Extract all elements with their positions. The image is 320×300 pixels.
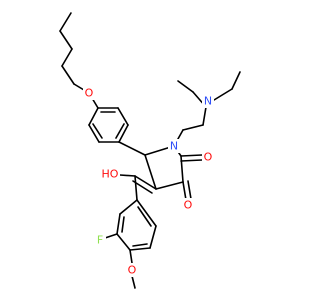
molecule-canvas: O N N O O HO F O: [59, 12, 241, 289]
atom-n-ring: N: [170, 140, 178, 153]
atom-fluorine: F: [97, 234, 103, 247]
atom-labels: O N N O O HO F O: [83, 86, 214, 277]
atom-o-carbonyl-3: O: [184, 199, 193, 212]
atom-o-butoxy: O: [85, 87, 94, 100]
atom-n-diethylamino: N: [204, 95, 212, 108]
atom-o-methoxy: O: [128, 264, 137, 277]
atom-o-hydroxy: HO: [102, 168, 119, 181]
atom-o-carbonyl-2: O: [204, 151, 213, 164]
structure-drawing: O N N O O HO F O: [59, 12, 241, 289]
